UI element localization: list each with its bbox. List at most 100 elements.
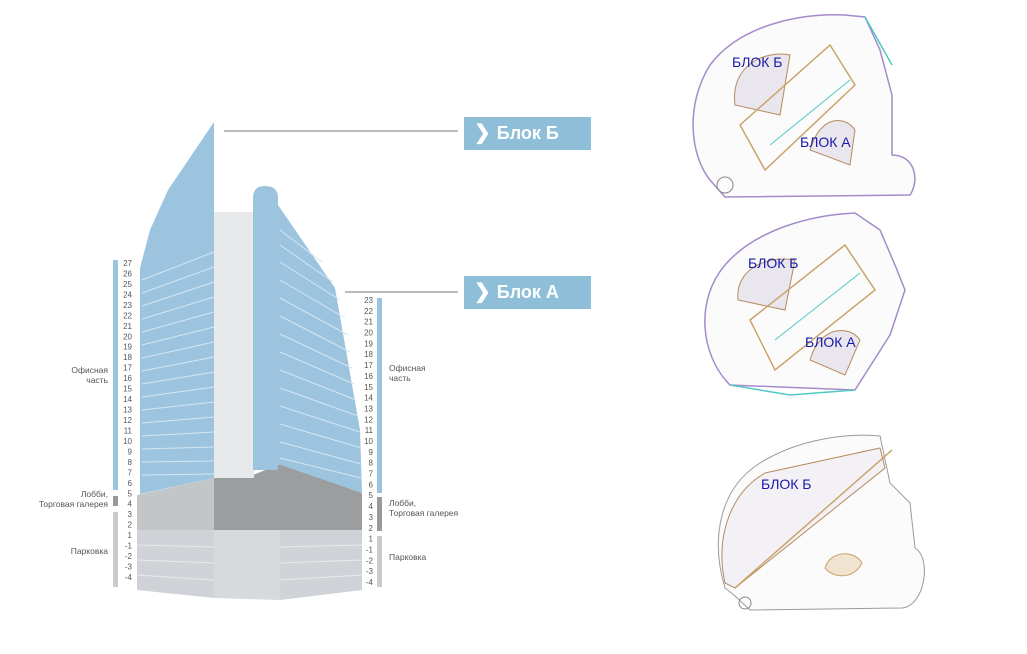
left-floor-number: 26 [123,270,132,279]
left-floor-number: -1 [125,542,133,551]
parking-levels-center [214,530,280,600]
right-floor-number: 4 [369,502,374,511]
right-floor-number: 6 [369,480,374,489]
left-floor-number: 25 [123,280,132,289]
left-floor-number: 3 [128,510,133,519]
floor-plan-2[interactable]: БЛОК Б БЛОК А [670,205,950,405]
plan2-label-a: БЛОК А [805,334,856,350]
callout-block-a-label: Блок А [496,282,559,302]
left-lobby-bar [113,496,118,506]
callout-block-b-label: Блок Б [496,123,559,143]
plan1-label-b: БЛОК Б [732,54,783,70]
plan1-center-courtyard [739,43,856,172]
left-floor-number: 12 [123,416,132,425]
right-office-bar [377,298,382,493]
right-floor-number: 11 [365,426,374,435]
left-floor-number: 2 [128,521,133,530]
left-floor-number: 24 [123,290,132,299]
left-floor-number: 21 [123,322,132,331]
plan1-outline [692,14,916,198]
left-floor-number: 15 [123,385,132,394]
plan1-block-b-zone [734,53,791,116]
right-floor-numbers: 2322212019181716151413121110987654321-1-… [364,296,373,587]
right-parking-bar [377,536,382,587]
left-floor-number: 20 [123,332,132,341]
chevron-right-icon: ❯ [474,122,491,144]
left-floor-number: 18 [123,353,132,362]
left-parking-bar [113,512,118,587]
right-floor-number: 19 [364,339,373,348]
tower-core [214,212,254,478]
left-lobby-label-line2: Торговая галерея [38,499,108,509]
right-floor-number: 14 [364,394,373,403]
left-floor-number: 10 [123,437,132,446]
floor-plan-1[interactable]: БЛОК Б БЛОК А [670,5,950,205]
left-floor-number: 23 [123,301,132,310]
left-office-bar [113,260,118,490]
right-office-label: Офисная часть [389,363,426,383]
left-floor-number: 14 [123,395,132,404]
right-floor-number: 15 [364,383,373,392]
right-floor-number: 12 [364,415,373,424]
tower-a-floor-lines [279,229,362,479]
right-lobby-label-line2: Торговая галерея [389,508,459,518]
plan1-label-a: БЛОК А [800,134,851,150]
left-floor-number: 11 [124,427,133,436]
right-floor-number: -2 [366,556,374,565]
left-floor-number: -3 [125,563,133,572]
right-floor-number: 17 [364,361,373,370]
left-floor-number: 22 [123,311,132,320]
building-elevation: 2726252423222120191817161514131211109876… [113,122,458,600]
left-floor-number: 16 [123,374,132,383]
left-floor-numbers: 2726252423222120191817161514131211109876… [123,259,132,582]
left-office-label-line1: Офисная [71,365,108,375]
right-floor-number: 7 [369,470,374,479]
left-floor-number: -2 [125,552,133,561]
left-floor-number: 8 [128,458,133,467]
left-floor-number: 17 [123,364,132,373]
right-floor-number: 10 [364,437,373,446]
left-floor-number: 4 [128,500,133,509]
plan2-block-b-zone [737,258,796,311]
left-lobby-label: Лобби, Торговая галерея [20,489,108,509]
right-floor-number: 9 [369,448,374,457]
left-floor-number: 13 [123,406,132,415]
plan2-center-courtyard [749,243,877,372]
plan3-block-b-zone [721,447,886,589]
chevron-right-icon: ❯ [474,281,491,303]
left-office-label-line2: часть [86,375,108,385]
left-floor-number: 7 [128,468,133,477]
lobby-podium-left [137,478,214,530]
right-office-label-line2: часть [389,373,411,383]
plan2-block-a-zone [809,329,861,376]
left-floor-number: 5 [128,489,133,498]
left-lobby-label-line1: Лобби, [80,489,108,499]
right-floor-number: 8 [369,459,374,468]
plan1-block-a-zone [809,120,856,166]
right-floor-number: 20 [364,329,373,338]
left-floor-number: 27 [123,259,132,268]
left-floor-number: 1 [128,531,133,540]
right-floor-number: 22 [364,307,373,316]
left-office-label: Офисная часть [60,365,108,385]
right-lobby-bar [377,497,382,531]
tower-a-facade [278,205,362,493]
left-floor-number: 19 [123,343,132,352]
right-floor-number: 2 [369,524,374,533]
right-floor-number: 13 [364,405,373,414]
right-floor-number: 21 [364,318,373,327]
right-floor-number: -3 [366,567,374,576]
callout-block-a[interactable]: ❯Блок А [464,276,591,309]
right-floor-number: 23 [364,296,373,305]
right-floor-number: -1 [366,546,374,555]
plan2-outline [704,212,906,391]
right-floor-number: 18 [364,350,373,359]
lobby-podium-center [214,464,362,530]
left-parking-label: Парковка [70,546,108,556]
callout-block-b[interactable]: ❯Блок Б [464,117,591,150]
parking-levels [137,530,214,598]
right-floor-number: 16 [364,372,373,381]
plan2-label-b: БЛОК Б [748,255,799,271]
right-floor-number: -4 [366,578,374,587]
floor-plan-3[interactable]: БЛОК Б [670,428,950,618]
